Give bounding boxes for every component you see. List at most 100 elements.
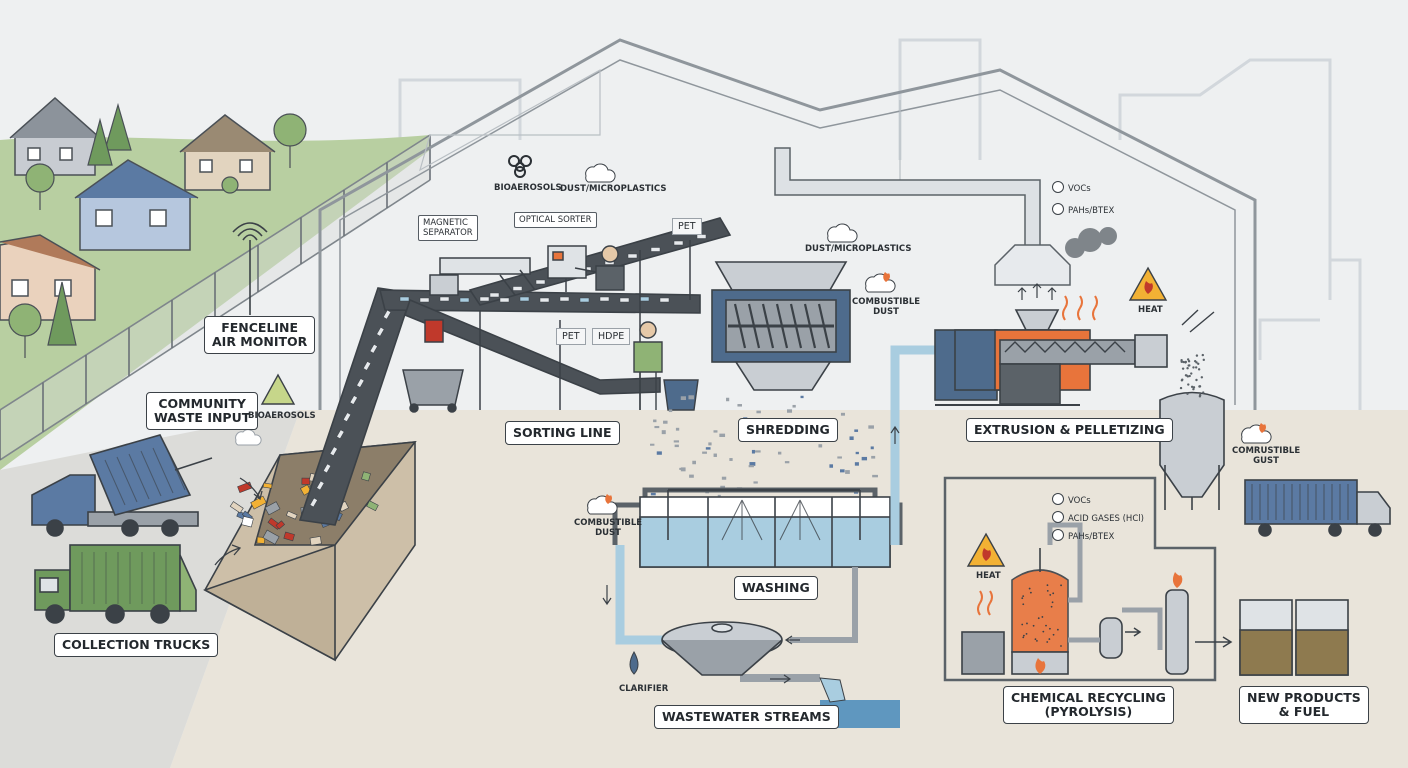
belt-item	[673, 240, 684, 246]
belt-item	[519, 296, 530, 302]
vessel-dot	[1034, 638, 1037, 641]
vessel-dot	[1042, 630, 1045, 633]
pet-flag-top: PET	[672, 218, 702, 235]
pahs-pyro-item: PAHs/BTEX	[1052, 529, 1114, 543]
shredder-rotors	[728, 303, 834, 349]
vessel-dot	[1052, 633, 1055, 636]
container-ribs	[1251, 484, 1349, 520]
extruder-machine	[934, 309, 1168, 406]
bioaerosols-left-caption: BIOAEROSOLS	[248, 411, 316, 421]
chemical-recycling-label: CHEMICAL RECYCLING (PYROLYSIS)	[1003, 686, 1174, 724]
vocs-pyro-item: VOCs	[1052, 493, 1091, 507]
flake	[726, 397, 730, 402]
combustible-dust-icons	[587, 273, 1272, 515]
fenceline-monitor	[232, 222, 268, 315]
spray-nozzles	[721, 499, 821, 541]
garbage-truck-ribs	[81, 552, 167, 604]
dump-bed-ribs	[104, 444, 186, 506]
background-factory-silhouette	[398, 38, 1362, 410]
vessel-dot	[1022, 636, 1025, 639]
pellet	[1192, 386, 1196, 389]
belt-item	[459, 297, 470, 303]
fuel-arrows	[1125, 627, 1233, 648]
vessel-dot	[1050, 605, 1053, 608]
belt-item	[619, 297, 630, 303]
comb-wash-line-1: COMBUSTIBLE	[574, 518, 643, 528]
vessel-dot	[1046, 584, 1049, 587]
molecule-icon	[1052, 511, 1064, 523]
pahs-pyro-text: PAHs/BTEX	[1068, 532, 1115, 542]
flake	[854, 429, 859, 432]
burner-flame	[1035, 658, 1046, 674]
flake	[786, 409, 793, 413]
bioaerosols-top-caption: BIOAEROSOLS	[494, 183, 562, 193]
flake	[673, 440, 680, 443]
fenceline-line-1: FENCELINE	[221, 320, 299, 335]
flake	[749, 462, 756, 466]
flake	[829, 464, 834, 468]
magnetic-separator-tag: MAGNETIC SEPARATOR	[418, 215, 478, 241]
pellet	[1197, 362, 1200, 365]
belt-item	[599, 296, 610, 302]
flake	[650, 443, 655, 446]
vessel-dot	[1022, 595, 1025, 598]
vocs-top-text: VOCs	[1068, 184, 1091, 194]
debris-piece	[229, 501, 244, 514]
dust-cloud-icons	[585, 163, 858, 243]
pellet-stream	[1179, 353, 1205, 398]
belt-item	[336, 429, 345, 440]
smoke-cloud	[1065, 227, 1117, 258]
flake	[868, 425, 874, 429]
comb-silo-line-2: GUST	[1253, 456, 1279, 466]
molecule-icon	[1052, 493, 1064, 505]
pellet	[1190, 372, 1193, 375]
debris-piece	[366, 500, 379, 512]
flake	[721, 476, 727, 480]
optical-sorter-tag: OPTICAL SORTER	[514, 212, 597, 228]
belt-item	[539, 297, 550, 303]
pellet-silo	[1159, 391, 1225, 510]
flake	[784, 461, 790, 464]
belt-items	[309, 234, 707, 508]
vessel-dot	[1037, 617, 1040, 620]
belt-item	[309, 497, 318, 508]
pellet	[1186, 392, 1189, 395]
flake	[713, 453, 717, 457]
flake	[668, 409, 673, 413]
flake	[818, 444, 823, 448]
factory-shed	[318, 38, 1257, 410]
flake	[650, 492, 656, 496]
pellet	[1184, 360, 1188, 364]
debris-piece	[250, 495, 267, 510]
belt-item	[369, 343, 378, 354]
pellet	[1193, 359, 1197, 363]
vessel-dot	[1046, 590, 1049, 592]
garbage-truck	[34, 544, 197, 624]
belt-item	[659, 297, 670, 303]
debris-piece	[301, 477, 311, 485]
bioaerosol-cloud-left	[235, 429, 262, 446]
flake	[871, 455, 876, 459]
houses	[0, 96, 276, 321]
biohazard-icons	[508, 155, 532, 178]
flake	[708, 442, 712, 446]
new-products-line-2: & FUEL	[1278, 704, 1330, 719]
heat-waves-extruder	[1062, 295, 1098, 321]
belt-item	[376, 326, 385, 337]
flake	[688, 395, 694, 400]
belt-item	[329, 446, 338, 457]
flake	[754, 450, 761, 453]
washing-tanks	[612, 487, 903, 568]
belt-item	[399, 296, 410, 302]
pellet	[1201, 353, 1204, 357]
chemical-line-2: (PYROLYSIS)	[1044, 704, 1133, 719]
fenceline-line-2: AIR MONITOR	[212, 334, 308, 349]
exhaust-duct	[774, 147, 1071, 286]
debris-piece	[262, 529, 280, 545]
belt-item	[535, 279, 546, 285]
fenceline-air-monitor-label: FENCELINE AIR MONITOR	[204, 316, 316, 354]
truck-to-bin-arrows	[214, 477, 263, 566]
pellet	[1198, 393, 1202, 397]
pellet	[1186, 367, 1189, 370]
